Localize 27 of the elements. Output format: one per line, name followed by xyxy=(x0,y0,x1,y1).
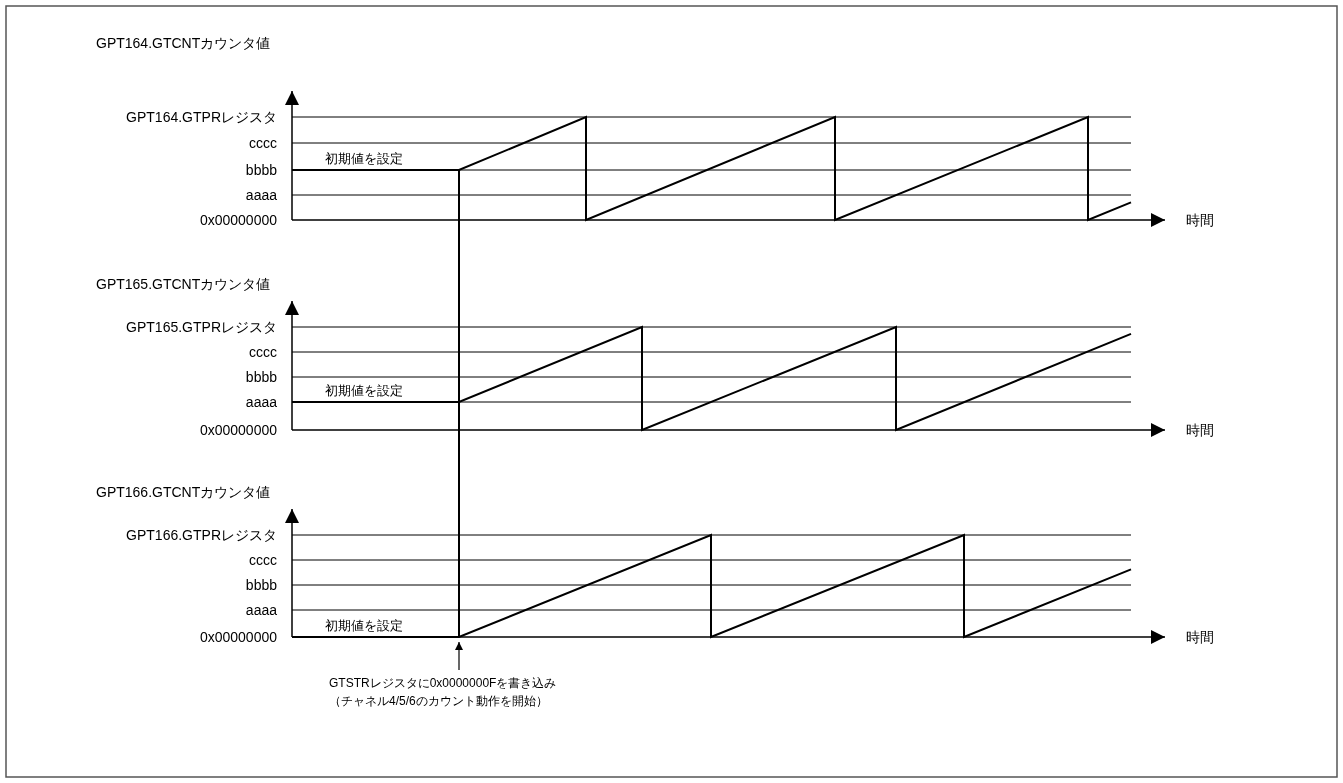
annotation-text: 初期値を設定 xyxy=(325,383,403,399)
level-label: aaaa xyxy=(245,602,277,618)
axis-label: 時間 xyxy=(1186,422,1214,438)
level-label: bbbb xyxy=(245,577,277,593)
level-label: 0x00000000 xyxy=(199,212,277,228)
axis-title: GPT166.GTCNTカウンタ値 xyxy=(96,484,271,500)
level-label: GPT166.GTPRレジスタ xyxy=(126,527,277,543)
level-label: 0x00000000 xyxy=(199,629,277,645)
level-label: GPT164.GTPRレジスタ xyxy=(126,109,277,125)
annotation-text: 初期値を設定 xyxy=(325,618,403,634)
annotation-text: GTSTRレジスタに0x0000000Fを書き込み（チャネル4/5/6のカウント動作を開始） xyxy=(329,674,567,710)
level-label: aaaa xyxy=(245,394,277,410)
level-label: cccc xyxy=(249,552,277,568)
axis-label: 時間 xyxy=(1186,629,1214,645)
axis-title: GPT164.GTCNTカウンタ値 xyxy=(96,35,271,51)
annotation-text: 初期値を設定 xyxy=(325,151,403,167)
level-label: cccc xyxy=(249,135,277,151)
level-label: bbbb xyxy=(245,369,277,385)
axis-title: GPT165.GTCNTカウンタ値 xyxy=(96,276,271,292)
level-label: 0x00000000 xyxy=(199,422,277,438)
level-label: bbbb xyxy=(245,162,277,178)
axis-label: 時間 xyxy=(1186,212,1214,228)
level-label: aaaa xyxy=(245,187,277,203)
level-label: cccc xyxy=(249,344,277,360)
level-label: GPT165.GTPRレジスタ xyxy=(126,319,277,335)
arrow xyxy=(455,641,463,671)
counter-waveform xyxy=(291,533,1132,639)
